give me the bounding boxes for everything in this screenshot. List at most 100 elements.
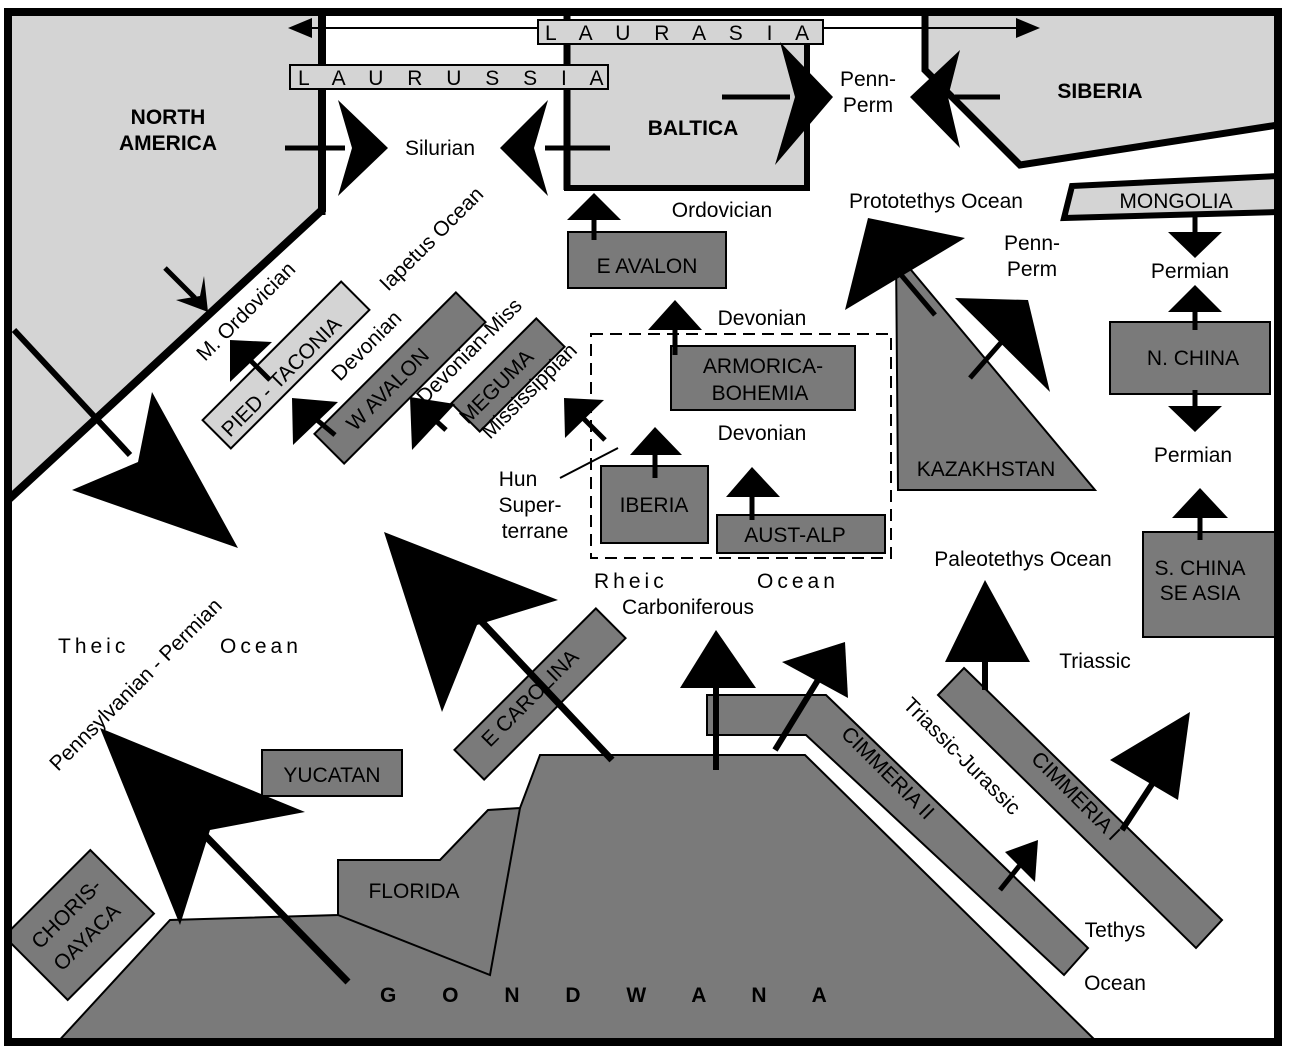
gondwana-arrow-3-head <box>680 630 756 688</box>
gondwana-label: G O N D W A N A <box>380 984 847 1007</box>
silurian-arrow-right-head <box>500 100 548 196</box>
permian-1-label: Permian <box>1151 260 1229 283</box>
rheic-label: Rheic <box>594 570 668 593</box>
hun-superterrane-outline <box>590 333 892 559</box>
yucatan-label: YUCATAN <box>283 764 380 787</box>
e-carolina-terrane <box>453 607 627 781</box>
gondwana-arrow-4-shaft <box>772 678 821 752</box>
cimmeria-i-terrane <box>936 666 1224 950</box>
w-avalon-terrane <box>313 291 487 465</box>
pied-taconia-arrow-head <box>230 340 272 382</box>
paleotethys-arrow-head <box>945 580 1030 662</box>
mongolia-arrow-head <box>1168 232 1222 258</box>
laurussia-label: L A U R U S S I A <box>298 67 612 90</box>
theic-closing-arrow-shaft <box>11 327 133 458</box>
diagram-frame <box>4 8 1282 1046</box>
mongolia-block <box>1060 172 1278 222</box>
devonian-c-label: Devonian <box>718 422 807 445</box>
laurasia-label: L A U R A S I A <box>545 22 818 45</box>
hun-arrow-head <box>564 398 604 438</box>
iberia-label: IBERIA <box>620 494 689 517</box>
n-china-terrane <box>1109 321 1271 395</box>
e-carolina-label: E CAROLINA <box>477 645 583 751</box>
schina-arrow-head <box>1172 488 1228 518</box>
north-america-label-2: AMERICA <box>119 132 217 155</box>
e-avalon-terrane <box>567 231 727 289</box>
s-china-label-2: SE ASIA <box>1160 582 1241 605</box>
florida-label: FLORIDA <box>368 880 459 903</box>
s-china-terrane <box>1142 531 1278 638</box>
devonian-b-label: Devonian <box>718 307 807 330</box>
armorica-bohemia-terrane <box>670 345 856 411</box>
ordovician-arrow-head <box>567 193 621 220</box>
gondwana-arrow-1-shaft <box>187 817 351 985</box>
gondwana-arrow-1-head <box>100 728 305 925</box>
theic-ocean-label: Ocean <box>220 635 302 658</box>
theic-closing-arrow-head <box>72 392 238 548</box>
hun-label-3: terrane <box>502 520 569 543</box>
baltica-label: BALTICA <box>648 117 739 140</box>
gondwana-arrow-2-head <box>384 532 558 712</box>
aust-alp-terrane <box>716 514 886 554</box>
aust-alp-arrow-head <box>726 467 780 497</box>
siberia-label: SIBERIA <box>1057 80 1142 103</box>
mongolia-label: MONGOLIA <box>1119 190 1232 213</box>
w-avalon-arrow-head <box>292 398 338 445</box>
nchina-down-arrow-head <box>1168 406 1222 432</box>
iberia-arrow-head <box>630 427 682 455</box>
m-ordovician-arrow-shaft <box>163 266 197 300</box>
gondwana-arrow-2-shaft <box>477 617 615 763</box>
kazakhstan-label: KAZAKHSTAN <box>917 458 1055 481</box>
n-china-label: N. CHINA <box>1147 347 1239 370</box>
armorica-label-1: ARMORICA- <box>703 355 823 378</box>
kazakh-pennperm-arrow-head <box>955 298 1050 392</box>
laurasia-arrow-left <box>288 18 312 38</box>
florida-boundary <box>337 807 521 977</box>
s-china-label-1: S. CHINA <box>1154 557 1245 580</box>
pennperm-arrow-right-head <box>910 50 960 148</box>
iberia-terrane <box>600 465 709 544</box>
gondwana-arrow-4-head <box>782 642 848 698</box>
cimmeria-ii-terrane <box>706 694 1090 977</box>
armorica-label-2: BOHEMIA <box>712 382 809 405</box>
penn-perm-a-label-2: Perm <box>843 94 893 117</box>
meguma-arrow-head <box>410 397 455 450</box>
nchina-up-arrow-head <box>1168 285 1222 312</box>
hun-pointer-line <box>559 447 619 479</box>
iapetus-label: Iapetus Ocean <box>375 183 488 296</box>
pennperm-arrow-left-head <box>775 42 833 165</box>
pied-taconia-terrane <box>201 280 371 450</box>
penn-perm-b-label-1: Penn- <box>1004 232 1060 255</box>
tethys-ocean-label: Ocean <box>1084 972 1146 995</box>
e-avalon-label: E AVALON <box>597 255 698 278</box>
tethys-arrow-head <box>1110 712 1190 800</box>
silurian-label: Silurian <box>405 137 475 160</box>
kazakhstan-terrane <box>894 249 1098 491</box>
penn-perm-b-label-2: Perm <box>1007 258 1057 281</box>
armorica-arrow-head <box>648 300 702 330</box>
silurian-arrow-left-head <box>338 100 388 196</box>
aust-alp-label: AUST-ALP <box>744 524 846 547</box>
yucatan-terrane <box>261 749 403 797</box>
ordovician-label: Ordovician <box>672 199 772 222</box>
m-ordovician-arrow-head <box>176 276 208 312</box>
carboniferous-label: Carboniferous <box>622 596 754 619</box>
choris-oayaca-terrane <box>8 848 156 1002</box>
hun-label-1: Hun <box>499 468 538 491</box>
paleotethys-label: Paleotethys Ocean <box>934 548 1111 571</box>
meguma-terrane <box>450 317 566 433</box>
theic-label: Theic <box>58 635 129 658</box>
tethys-label: Tethys <box>1085 919 1146 942</box>
prototethys-arrow-head <box>845 218 965 310</box>
penn-perm-a-label-1: Penn- <box>840 68 896 91</box>
triassic-label: Triassic <box>1059 650 1131 673</box>
baltica-landmass <box>564 37 810 191</box>
laurasia-arrow-right <box>1016 18 1040 38</box>
laurussia-banner <box>289 64 609 90</box>
triassic-jurassic-arrow-shaft <box>998 863 1022 892</box>
prototethys-label: Prototethys Ocean <box>849 190 1023 213</box>
rheic-ocean-label: Ocean <box>757 570 839 593</box>
hun-label-2: Super- <box>498 494 561 517</box>
